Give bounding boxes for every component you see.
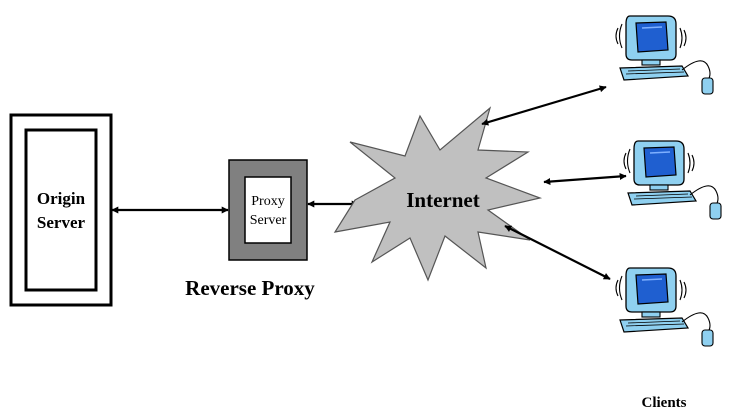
origin-server-label-line2: Server	[37, 213, 86, 232]
client-computer-1	[615, 15, 714, 95]
proxy-server-inner	[244, 176, 292, 244]
proxy-server-label-line2: Server	[250, 213, 287, 228]
clients-label: Clients	[642, 395, 687, 411]
internet-label: Internet	[406, 188, 479, 212]
client-computer-2	[623, 140, 722, 220]
proxy-server: Proxy Server	[228, 159, 308, 261]
internet-client1-arrow	[481, 85, 607, 126]
reverse-proxy-label: Reverse Proxy	[185, 276, 315, 300]
internet-cloud: Internet	[333, 106, 543, 282]
origin-server: Origin Server	[9, 113, 113, 307]
internet-cloud-shape	[333, 106, 543, 282]
internet-client3-arrow	[504, 225, 611, 280]
internet-client2-arrow	[543, 172, 627, 186]
origin-server-inner-frame	[24, 128, 98, 292]
client-computer-3	[615, 267, 714, 347]
proxy-server-label-line1: Proxy	[251, 194, 284, 209]
origin-server-label-line1: Origin	[37, 189, 86, 208]
